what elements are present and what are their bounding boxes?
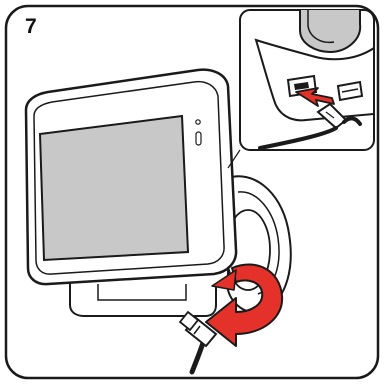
- device-cradle: [70, 280, 216, 316]
- inset-detail: [228, 10, 374, 168]
- device-screen: [40, 116, 188, 260]
- navigation-device: [26, 70, 236, 284]
